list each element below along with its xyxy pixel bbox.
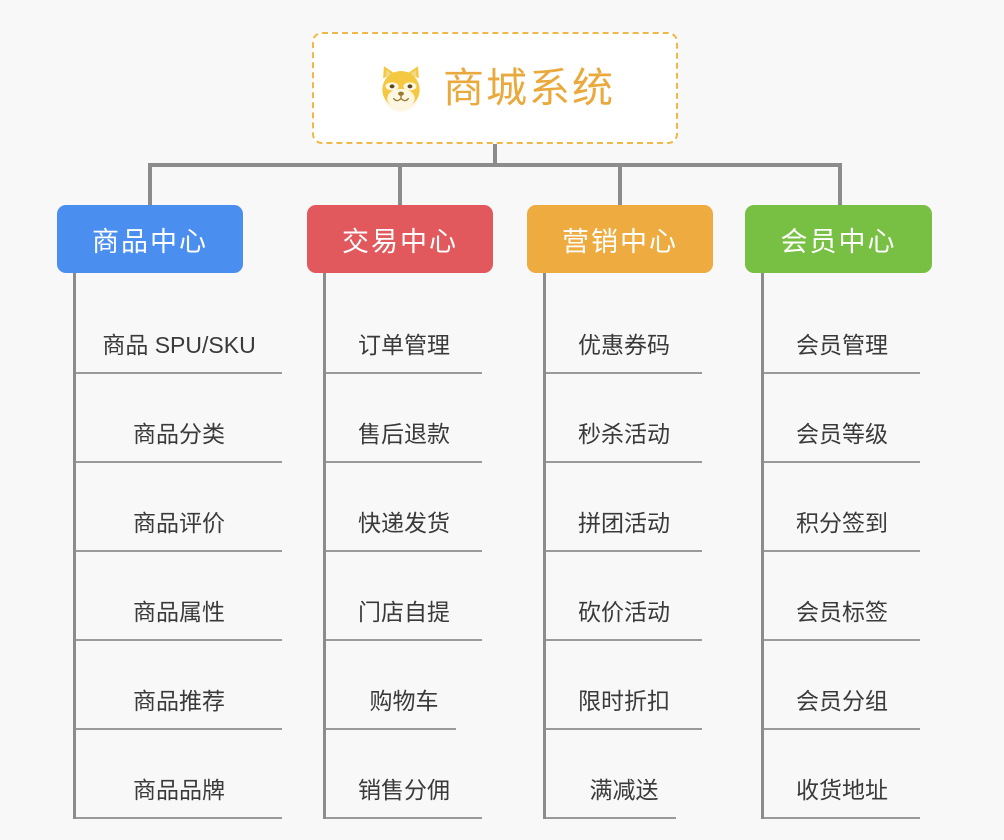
leaf-label: 砍价活动 [578,599,670,625]
category-label: 交易中心 [342,226,458,257]
list-item[interactable]: 会员管理 [764,285,920,374]
leaf-list-product: 商品 SPU/SKU 商品分类 商品评价 商品属性 商品推荐 商品品牌 [73,273,282,819]
leaf-label: 拼团活动 [578,510,670,536]
list-item[interactable]: 商品 SPU/SKU [76,285,282,374]
leaf-underline [326,639,482,641]
leaf-underline [76,728,282,730]
leaf-label: 商品品牌 [133,777,225,803]
connector-drop-2 [398,163,402,205]
category-header-marketing[interactable]: 营销中心 [527,205,713,273]
leaf-label: 快递发货 [358,510,450,536]
leaf-underline [764,728,920,730]
leaf-underline [546,372,702,374]
leaf-label: 门店自提 [358,599,450,625]
leaf-underline [326,372,482,374]
leaf-underline [764,372,920,374]
leaf-label: 秒杀活动 [578,421,670,447]
branch-column-member: 会员中心 会员管理 会员等级 积分签到 会员标签 会员分组 [745,205,932,819]
list-item[interactable]: 商品属性 [76,552,282,641]
list-item[interactable]: 满减送 [546,730,702,819]
leaf-label: 限时折扣 [578,688,670,714]
connector-horizontal-bus [150,163,840,167]
list-item[interactable]: 积分签到 [764,463,920,552]
list-item[interactable]: 收货地址 [764,730,920,819]
leaf-list-marketing: 优惠券码 秒杀活动 拼团活动 砍价活动 限时折扣 满减送 [543,273,713,819]
list-item[interactable]: 拼团活动 [546,463,702,552]
list-item[interactable]: 砍价活动 [546,552,702,641]
shiba-dog-face-icon [375,62,427,114]
category-header-product[interactable]: 商品中心 [57,205,243,273]
leaf-label: 会员标签 [796,599,888,625]
list-item[interactable]: 商品品牌 [76,730,282,819]
leaf-label: 会员分组 [796,688,888,714]
leaf-label: 购物车 [369,688,439,714]
connector-drop-3 [618,163,622,205]
branch-column-marketing: 营销中心 优惠券码 秒杀活动 拼团活动 砍价活动 限时折扣 [527,205,713,819]
connector-drop-1 [148,163,152,205]
branch-column-product: 商品中心 商品 SPU/SKU 商品分类 商品评价 商品属性 商品推荐 [57,205,282,819]
leaf-underline [76,461,282,463]
leaf-label: 商品评价 [133,510,225,536]
leaf-underline [546,550,702,552]
leaf-underline [764,639,920,641]
leaf-underline [326,550,482,552]
list-item[interactable]: 门店自提 [326,552,482,641]
category-header-member[interactable]: 会员中心 [745,205,932,273]
leaf-label: 会员等级 [796,421,888,447]
category-label: 商品中心 [92,226,208,257]
leaf-underline [546,728,702,730]
list-item[interactable]: 商品评价 [76,463,282,552]
leaf-label: 会员管理 [796,332,888,358]
list-item[interactable]: 快递发货 [326,463,482,552]
leaf-label: 商品推荐 [133,688,225,714]
leaf-underline [326,728,456,730]
leaf-label: 商品 SPU/SKU [102,332,256,358]
connector-root-stem [493,144,497,166]
list-item[interactable]: 商品分类 [76,374,282,463]
leaf-underline [546,461,702,463]
list-item[interactable]: 会员标签 [764,552,920,641]
leaf-label: 商品属性 [133,599,225,625]
list-item[interactable]: 销售分佣 [326,730,482,819]
list-item[interactable]: 会员等级 [764,374,920,463]
connector-drop-4 [838,163,842,205]
list-item[interactable]: 秒杀活动 [546,374,702,463]
leaf-label: 积分签到 [796,510,888,536]
leaf-underline [546,817,676,819]
root-title: 商城系统 [443,64,615,111]
leaf-underline [546,639,702,641]
list-item[interactable]: 优惠券码 [546,285,702,374]
list-item[interactable]: 商品推荐 [76,641,282,730]
leaf-underline [764,461,920,463]
branch-column-trade: 交易中心 订单管理 售后退款 快递发货 门店自提 购物车 [307,205,493,819]
leaf-label: 收货地址 [796,777,888,803]
leaf-label: 售后退款 [358,421,450,447]
leaf-label: 销售分佣 [358,777,450,803]
leaf-label: 满减送 [589,777,659,803]
leaf-label: 商品分类 [133,421,225,447]
leaf-underline [764,550,920,552]
list-item[interactable]: 订单管理 [326,285,482,374]
category-label: 会员中心 [780,226,897,257]
leaf-underline [76,639,282,641]
list-item[interactable]: 限时折扣 [546,641,702,730]
category-label: 营销中心 [562,226,678,257]
leaf-label: 订单管理 [358,332,450,358]
root-node[interactable]: 商城系统 [312,32,678,144]
list-item[interactable]: 购物车 [326,641,482,730]
list-item[interactable]: 会员分组 [764,641,920,730]
leaf-underline [76,550,282,552]
leaf-underline [76,372,282,374]
leaf-underline [326,461,482,463]
leaf-underline [326,817,482,819]
leaf-label: 优惠券码 [578,332,670,358]
leaf-underline [76,817,282,819]
category-header-trade[interactable]: 交易中心 [307,205,493,273]
leaf-list-trade: 订单管理 售后退款 快递发货 门店自提 购物车 销售分佣 [323,273,493,819]
leaf-underline [764,817,920,819]
list-item[interactable]: 售后退款 [326,374,482,463]
leaf-list-member: 会员管理 会员等级 积分签到 会员标签 会员分组 收货地址 [761,273,932,819]
